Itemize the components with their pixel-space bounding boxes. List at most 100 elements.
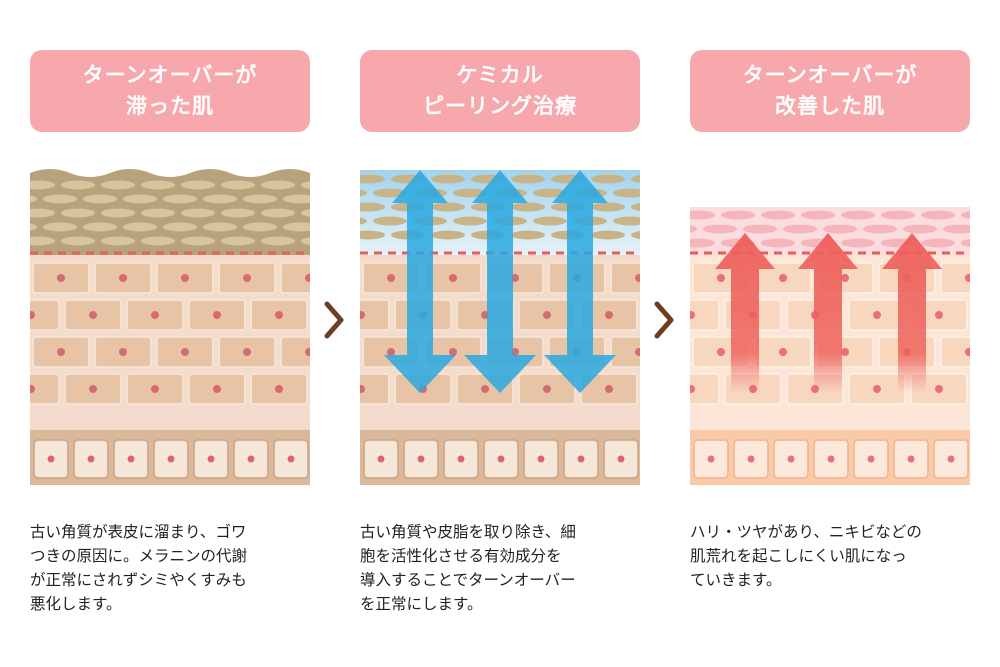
keratin-flake	[511, 174, 545, 184]
keratin-flake	[703, 224, 737, 234]
keratin-flake	[221, 208, 255, 218]
keratin-flake	[43, 194, 77, 204]
keratin-flake	[243, 194, 277, 204]
skin-cell	[610, 336, 640, 368]
desc-line: 胞を活性化させる有効成分を	[360, 547, 562, 565]
cell-nucleus	[690, 311, 695, 319]
keratin-flake	[533, 216, 567, 226]
double-arrow-icon	[464, 170, 536, 393]
keratin-flake	[431, 230, 465, 240]
cell-nucleus	[907, 455, 915, 463]
cell-nucleus	[151, 385, 159, 393]
keratin-flake	[203, 222, 237, 232]
chevron-right-icon	[654, 301, 674, 339]
keratin-flake	[83, 194, 117, 204]
keratin-flake	[591, 202, 625, 212]
title-line: 改善した肌	[775, 94, 885, 118]
cell-nucleus	[779, 274, 787, 282]
keratin-flake	[360, 230, 385, 240]
keratin-flake	[123, 194, 157, 204]
keratin-flake	[301, 181, 310, 189]
skin-cell	[690, 373, 720, 405]
skin-cell	[610, 262, 640, 294]
keratin-flake	[30, 180, 55, 190]
desc-line: を正常にします。	[360, 595, 483, 613]
keratin-flake	[181, 236, 215, 246]
keratin-flake	[30, 195, 37, 203]
cell-nucleus	[57, 274, 65, 282]
skin-diagram-peeling	[360, 165, 640, 485]
cell-nucleus	[167, 455, 175, 463]
cell-nucleus	[543, 385, 551, 393]
cell-nucleus	[30, 311, 35, 319]
panel-title-chemical-peeling: ケミカル ピーリング治療	[360, 50, 640, 132]
cell-nucleus	[213, 311, 221, 319]
keratin-flake	[690, 225, 697, 233]
cell-nucleus	[827, 455, 835, 463]
cell-nucleus	[717, 274, 725, 282]
cell-nucleus	[965, 274, 970, 282]
keratin-flake	[721, 210, 755, 220]
keratin-flake	[181, 208, 215, 218]
keratin-flake	[631, 175, 640, 183]
title-line: ケミカル	[456, 63, 544, 87]
title-line: ターンオーバーが	[742, 63, 918, 87]
cell-nucleus	[360, 311, 365, 319]
cell-nucleus	[605, 311, 613, 319]
skin-diagram-improved	[690, 165, 970, 485]
keratin-flake	[921, 238, 955, 248]
epidermis-cells	[30, 262, 310, 405]
skin-cell	[280, 262, 310, 294]
keratin-flake	[61, 208, 95, 218]
keratin-flake	[613, 188, 640, 198]
keratin-flake	[301, 209, 310, 217]
keratin-flake	[511, 202, 545, 212]
chevron-right-icon	[324, 301, 344, 339]
keratin-flake	[823, 224, 857, 234]
keratin-flake	[181, 180, 215, 190]
cell-nucleus	[181, 348, 189, 356]
keratin-flake	[30, 223, 37, 231]
cell-nucleus	[305, 274, 310, 282]
cell-nucleus	[947, 455, 955, 463]
cell-nucleus	[747, 455, 755, 463]
desc-line: が正常にされずシミやくすみも	[30, 571, 247, 589]
cell-nucleus	[935, 311, 943, 319]
cell-nucleus	[841, 274, 849, 282]
keratin-flake	[961, 239, 970, 247]
keratin-flake	[881, 210, 915, 220]
keratin-flake	[631, 231, 640, 239]
cell-nucleus	[360, 385, 365, 393]
keratin-flake	[141, 236, 175, 246]
skin-cell	[940, 336, 970, 368]
cell-nucleus	[690, 385, 695, 393]
title-line: 滞った肌	[126, 94, 214, 118]
panel-description-stagnant: 古い角質が表皮に溜まり、ゴワ つきの原因に。メラニンの代謝 が正常にされずシミや…	[30, 520, 315, 616]
keratin-flake	[921, 210, 955, 220]
cell-nucleus	[543, 311, 551, 319]
keratin-flake	[61, 236, 95, 246]
skin-cell	[30, 373, 60, 405]
cell-nucleus	[841, 348, 849, 356]
cell-nucleus	[449, 348, 457, 356]
keratin-flake	[863, 224, 897, 234]
keratin-flake	[221, 236, 255, 246]
panel-description-peeling: 古い角質や皮脂を取り除き、細 胞を活性化させる有効成分を 導入することでターンオ…	[360, 520, 645, 616]
cell-nucleus	[377, 455, 385, 463]
basal-cells	[693, 439, 969, 479]
cell-nucleus	[87, 455, 95, 463]
skin-cell	[940, 262, 970, 294]
keratin-flake	[163, 222, 197, 232]
cell-nucleus	[779, 348, 787, 356]
cell-nucleus	[449, 274, 457, 282]
keratin-flake	[801, 210, 835, 220]
keratin-flake	[360, 217, 367, 225]
cell-nucleus	[497, 455, 505, 463]
keratin-flake	[961, 211, 970, 219]
keratin-flake	[373, 216, 407, 226]
cell-nucleus	[635, 348, 640, 356]
keratin-flake	[591, 174, 625, 184]
cell-nucleus	[47, 455, 55, 463]
keratin-flake	[30, 236, 55, 246]
skin-layers-illustration	[360, 170, 640, 485]
